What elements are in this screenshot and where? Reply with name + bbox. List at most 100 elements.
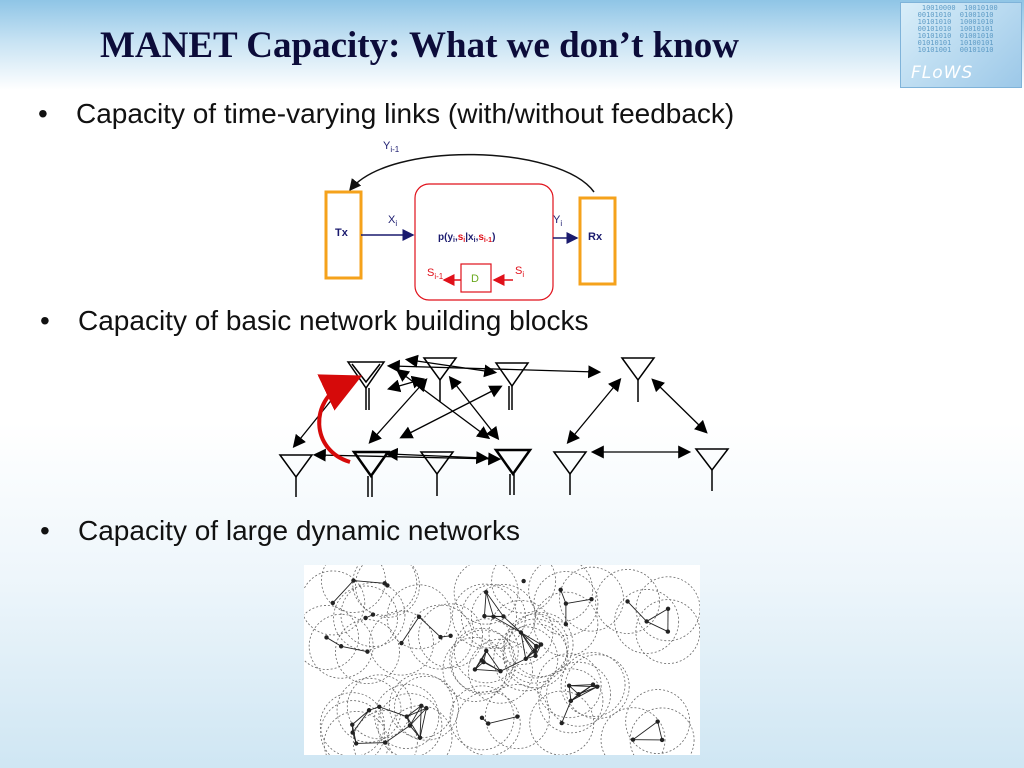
network-link: [570, 686, 598, 702]
coverage-circle: [461, 584, 526, 650]
coverage-circle: [629, 707, 695, 755]
coverage-circle: [614, 589, 680, 654]
network-link: [485, 650, 501, 672]
bullet-text: Capacity of basic network building block…: [78, 305, 589, 336]
network-node: [630, 737, 636, 742]
network-link: [406, 705, 422, 717]
bullet-text: Capacity of large dynamic networks: [78, 515, 520, 546]
network-node: [370, 612, 376, 617]
state-label: Si: [515, 265, 524, 279]
network-link: [385, 725, 411, 743]
coverage-circle: [387, 705, 453, 755]
antenna-icon: [493, 448, 533, 495]
antenna-icon: [494, 362, 530, 410]
network-link: [401, 616, 420, 644]
network-link: [500, 658, 526, 672]
network-node: [363, 615, 368, 621]
network-link: [352, 709, 370, 733]
network-node: [538, 642, 544, 647]
network-node: [407, 723, 413, 728]
network-node: [665, 606, 671, 611]
network-node: [644, 619, 649, 624]
network-node: [483, 589, 489, 595]
coverage-circle: [308, 613, 374, 679]
network-link: [485, 592, 494, 617]
network-link: [632, 721, 658, 741]
output-label: Yi: [553, 214, 562, 228]
network-link: [493, 616, 522, 633]
coverage-circle: [528, 565, 594, 623]
logo-text: FLoWS: [911, 63, 974, 83]
delay-box: [460, 263, 492, 293]
network-node: [419, 703, 424, 708]
coverage-circle: [321, 565, 386, 613]
network-node: [324, 635, 329, 640]
bullet-item-3: •Capacity of large dynamic networks: [40, 515, 520, 546]
coverage-circle: [335, 619, 400, 685]
network-node: [351, 578, 356, 583]
network-link: [351, 709, 370, 725]
coverage-circle: [455, 691, 521, 755]
coverage-circle: [635, 599, 700, 664]
coverage-circle: [564, 654, 630, 720]
network-node: [590, 682, 596, 687]
coverage-circle: [352, 565, 418, 616]
network-node: [521, 578, 526, 584]
network-node: [532, 648, 538, 654]
arrow-icon: [292, 354, 708, 466]
network-node: [498, 669, 503, 674]
network-node: [404, 714, 409, 719]
network-node: [533, 643, 539, 649]
channel-box: [414, 183, 554, 301]
coverage-circle: [336, 677, 402, 743]
antenna-icon: [422, 357, 458, 402]
network-link: [332, 580, 354, 604]
binary-logo-icon: 10010000 10010100 00101010 01001010 1010…: [917, 4, 998, 54]
bullet-item-2: •Capacity of basic network building bloc…: [40, 305, 589, 336]
network-link: [406, 716, 421, 738]
coverage-circle: [333, 585, 398, 651]
network-node: [589, 596, 594, 602]
network-node: [382, 581, 387, 586]
network-link: [520, 632, 542, 645]
network-link: [560, 589, 567, 604]
network-link: [657, 721, 663, 741]
coverage-circle: [442, 637, 508, 702]
network-link: [569, 684, 594, 687]
coverage-circle: [352, 710, 418, 755]
coverage-circle: [453, 618, 519, 684]
network-node: [576, 692, 581, 697]
bullet-item-1: •Capacity of time-varying links (with/wi…: [38, 98, 735, 129]
network-node: [659, 737, 665, 743]
network-link: [483, 592, 487, 617]
coverage-circle: [355, 565, 420, 618]
network-node: [350, 730, 355, 735]
network-node: [501, 614, 506, 619]
coverage-circle: [508, 612, 574, 677]
network-link: [520, 632, 527, 659]
network-node: [472, 667, 478, 672]
rx-box: [578, 196, 617, 286]
coverage-circle: [304, 605, 359, 670]
coverage-circle: [503, 623, 568, 689]
network-node: [566, 683, 572, 688]
network-node: [417, 735, 423, 740]
coverage-circle: [484, 684, 550, 749]
coverage-circle: [471, 584, 536, 649]
network-node: [350, 722, 355, 727]
coverage-circle: [635, 576, 700, 642]
network-link: [578, 684, 594, 695]
coverage-circle: [503, 613, 569, 679]
tx-label: Tx: [335, 227, 349, 239]
network-node: [665, 629, 671, 634]
network-link: [561, 700, 572, 724]
antenna-icon: [694, 448, 730, 491]
network-node: [399, 640, 404, 646]
coverage-circle: [452, 583, 517, 649]
state-prev-label: Si-1: [427, 267, 444, 281]
network-link: [520, 632, 537, 647]
coverage-circle: [340, 582, 406, 648]
network-node: [563, 601, 569, 606]
coverage-circle: [451, 629, 516, 695]
network-node: [523, 656, 528, 662]
